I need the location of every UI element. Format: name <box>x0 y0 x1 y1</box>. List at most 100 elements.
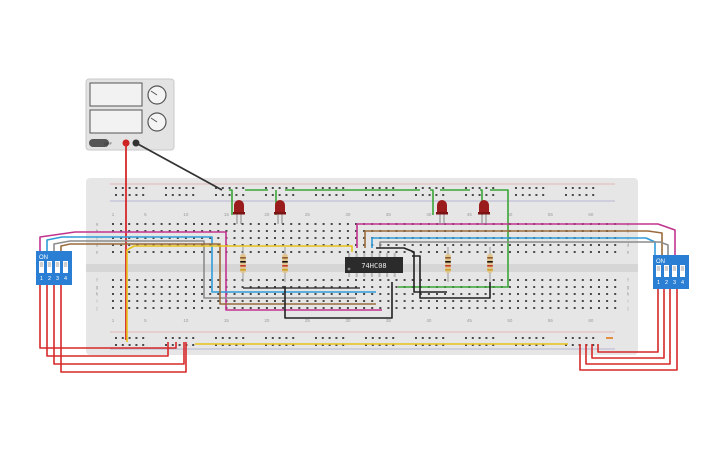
hole[interactable] <box>322 286 325 288</box>
hole[interactable] <box>452 293 455 295</box>
rail-hole[interactable] <box>585 194 588 196</box>
hole[interactable] <box>525 300 528 302</box>
hole[interactable] <box>306 293 309 295</box>
hole[interactable] <box>144 237 147 239</box>
hole[interactable] <box>241 293 244 295</box>
rail-hole[interactable] <box>342 187 345 189</box>
hole[interactable] <box>330 230 333 232</box>
rail-hole[interactable] <box>115 187 117 189</box>
rail-hole[interactable] <box>478 187 481 189</box>
hole[interactable] <box>549 307 552 309</box>
hole[interactable] <box>120 293 123 295</box>
hole[interactable] <box>209 279 212 281</box>
hole[interactable] <box>168 300 171 302</box>
hole[interactable] <box>120 230 123 232</box>
hole[interactable] <box>589 307 592 309</box>
hole[interactable] <box>484 251 487 253</box>
rail-hole[interactable] <box>378 337 381 339</box>
hole[interactable] <box>371 293 374 295</box>
hole[interactable] <box>330 307 333 309</box>
hole[interactable] <box>565 244 568 246</box>
rail-hole[interactable] <box>271 337 274 339</box>
rail-hole[interactable] <box>565 344 567 346</box>
hole[interactable] <box>355 251 357 253</box>
hole[interactable] <box>168 230 171 232</box>
rail-hole[interactable] <box>178 344 181 346</box>
rail-hole[interactable] <box>121 337 124 339</box>
hole[interactable] <box>217 307 220 309</box>
hole[interactable] <box>403 244 406 246</box>
hole[interactable] <box>565 286 568 288</box>
hole[interactable] <box>589 279 592 281</box>
rail-hole[interactable] <box>585 187 588 189</box>
rail-hole[interactable] <box>185 194 188 196</box>
hole[interactable] <box>144 279 147 281</box>
hole[interactable] <box>306 251 309 253</box>
hole[interactable] <box>201 244 204 246</box>
hole[interactable] <box>265 244 268 246</box>
hole[interactable] <box>128 286 131 288</box>
rail-hole[interactable] <box>221 337 224 339</box>
hole[interactable] <box>193 293 195 295</box>
rail-hole[interactable] <box>242 337 245 339</box>
rail-hole[interactable] <box>228 187 231 189</box>
hole[interactable] <box>274 300 276 302</box>
hole[interactable] <box>322 237 325 239</box>
rail-hole[interactable] <box>165 344 167 346</box>
hole[interactable] <box>209 230 212 232</box>
hole[interactable] <box>152 286 155 288</box>
rail-hole[interactable] <box>385 194 388 196</box>
power-switch[interactable] <box>89 139 109 147</box>
rail-hole[interactable] <box>278 194 281 196</box>
hole[interactable] <box>160 293 163 295</box>
hole[interactable] <box>557 307 560 309</box>
hole[interactable] <box>112 237 114 239</box>
rail-hole[interactable] <box>371 344 374 346</box>
hole[interactable] <box>476 307 479 309</box>
hole[interactable] <box>128 251 131 253</box>
hole[interactable] <box>379 251 382 253</box>
hole[interactable] <box>379 307 382 309</box>
hole[interactable] <box>241 230 244 232</box>
hole[interactable] <box>282 300 285 302</box>
hole[interactable] <box>338 293 341 295</box>
hole[interactable] <box>290 286 293 288</box>
rail-hole[interactable] <box>235 187 238 189</box>
power-supply[interactable]: OFF <box>85 78 175 151</box>
rail-hole[interactable] <box>442 344 445 346</box>
rail-hole[interactable] <box>235 194 238 196</box>
wire[interactable] <box>46 236 376 293</box>
hole[interactable] <box>274 286 276 288</box>
hole[interactable] <box>217 251 220 253</box>
hole[interactable] <box>573 307 576 309</box>
hole[interactable] <box>265 286 268 288</box>
hole[interactable] <box>249 230 252 232</box>
hole[interactable] <box>411 279 414 281</box>
hole[interactable] <box>184 307 187 309</box>
hole[interactable] <box>517 251 519 253</box>
rail-hole[interactable] <box>385 344 388 346</box>
hole[interactable] <box>193 279 195 281</box>
hole[interactable] <box>257 223 260 225</box>
hole[interactable] <box>363 293 366 295</box>
hole[interactable] <box>217 230 220 232</box>
wire[interactable] <box>126 245 353 258</box>
hole[interactable] <box>176 300 179 302</box>
hole[interactable] <box>290 251 293 253</box>
hole[interactable] <box>314 307 317 309</box>
hole[interactable] <box>598 279 600 281</box>
hole[interactable] <box>217 286 220 288</box>
hole[interactable] <box>209 237 212 239</box>
hole[interactable] <box>573 286 576 288</box>
hole[interactable] <box>330 223 333 225</box>
hole[interactable] <box>338 230 341 232</box>
hole[interactable] <box>152 307 155 309</box>
hole[interactable] <box>573 279 576 281</box>
hole[interactable] <box>298 286 301 288</box>
hole[interactable] <box>395 251 398 253</box>
hole[interactable] <box>241 307 244 309</box>
rail-hole[interactable] <box>215 337 217 339</box>
hole[interactable] <box>395 300 398 302</box>
wire[interactable] <box>579 289 678 371</box>
